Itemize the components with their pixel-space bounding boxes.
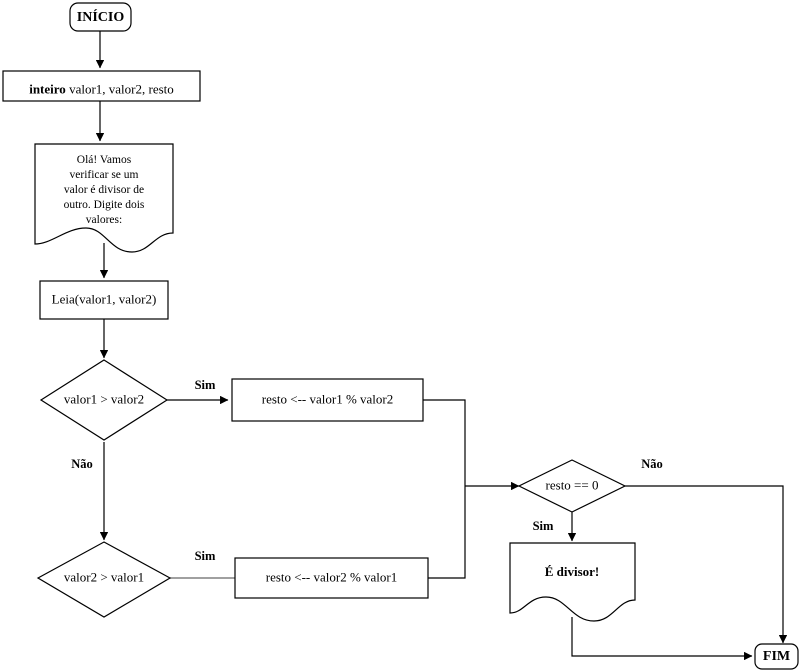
edge-label-decision2-yes: Sim	[195, 549, 216, 563]
start-terminator-shape	[69, 2, 132, 32]
edge-decision3-no-to-end	[625, 485, 788, 644]
message-line-2: verificar se um	[70, 169, 139, 181]
edge-label-decision3-yes: Sim	[533, 519, 554, 533]
node-decision2[interactable]: valor2 > valor1	[36, 541, 172, 618]
calc2-process-shape	[234, 557, 429, 599]
calc2-label: resto <-- valor2 % valor1	[266, 569, 398, 584]
calc1-process-shape	[231, 378, 424, 422]
output-document-shape	[509, 542, 636, 622]
edge-calc1-to-junction	[423, 399, 466, 486]
declare-label-rest: valor1, valor2, resto	[66, 81, 174, 96]
declare-process-shape	[2, 70, 201, 102]
node-declare[interactable]: inteiro valor1, valor2, resto	[2, 70, 201, 102]
declare-label-keyword: inteiro	[29, 81, 66, 96]
end-terminator-shape	[754, 643, 799, 670]
edge-label-decision1-no: Não	[71, 457, 93, 471]
message-line-5: valores:	[86, 214, 122, 226]
edge-label-decision3-no: Não	[641, 457, 663, 471]
start-label: INÍCIO	[77, 8, 125, 25]
declare-label: inteiro valor1, valor2, resto	[29, 81, 174, 96]
edge-calc2-to-junction	[428, 486, 466, 579]
node-decision3[interactable]: resto == 0	[517, 459, 627, 513]
calc1-label: resto <-- valor1 % valor2	[262, 391, 394, 406]
connector-layer	[95, 31, 788, 661]
decision2-label: valor2 > valor1	[64, 569, 144, 584]
message-line-4: outro. Digite dois	[64, 199, 145, 211]
node-calc1[interactable]: resto <-- valor1 % valor2	[231, 378, 424, 422]
node-decision1[interactable]: valor1 > valor2	[39, 359, 169, 441]
node-calc2[interactable]: resto <-- valor2 % valor1	[234, 557, 429, 599]
message-document-shape	[34, 143, 174, 253]
node-output[interactable]: É divisor!	[509, 542, 636, 622]
decision3-label: resto == 0	[546, 477, 599, 492]
node-message[interactable]: Olá! Vamos verificar se um valor é divis…	[34, 143, 174, 253]
decision1-label: valor1 > valor2	[64, 391, 144, 406]
edge-label-decision1-yes: Sim	[195, 378, 216, 392]
node-read[interactable]: Leia(valor1, valor2)	[39, 280, 169, 320]
read-process-shape	[39, 280, 169, 320]
node-end[interactable]: FIM	[754, 643, 799, 670]
decision3-diamond-shape	[517, 459, 627, 513]
end-label: FIM	[763, 649, 790, 664]
node-start[interactable]: INÍCIO	[69, 2, 132, 32]
decision2-diamond-shape	[36, 541, 172, 618]
output-label: É divisor!	[545, 564, 600, 579]
edge-output-to-end	[571, 617, 753, 661]
message-line-1: Olá! Vamos	[77, 154, 132, 166]
message-line-3: valor é divisor de	[64, 184, 144, 196]
decision1-diamond-shape	[39, 359, 169, 441]
edge-label-layer: Sim Não Sim Sim Não	[71, 378, 663, 563]
read-label: Leia(valor1, valor2)	[52, 291, 157, 306]
